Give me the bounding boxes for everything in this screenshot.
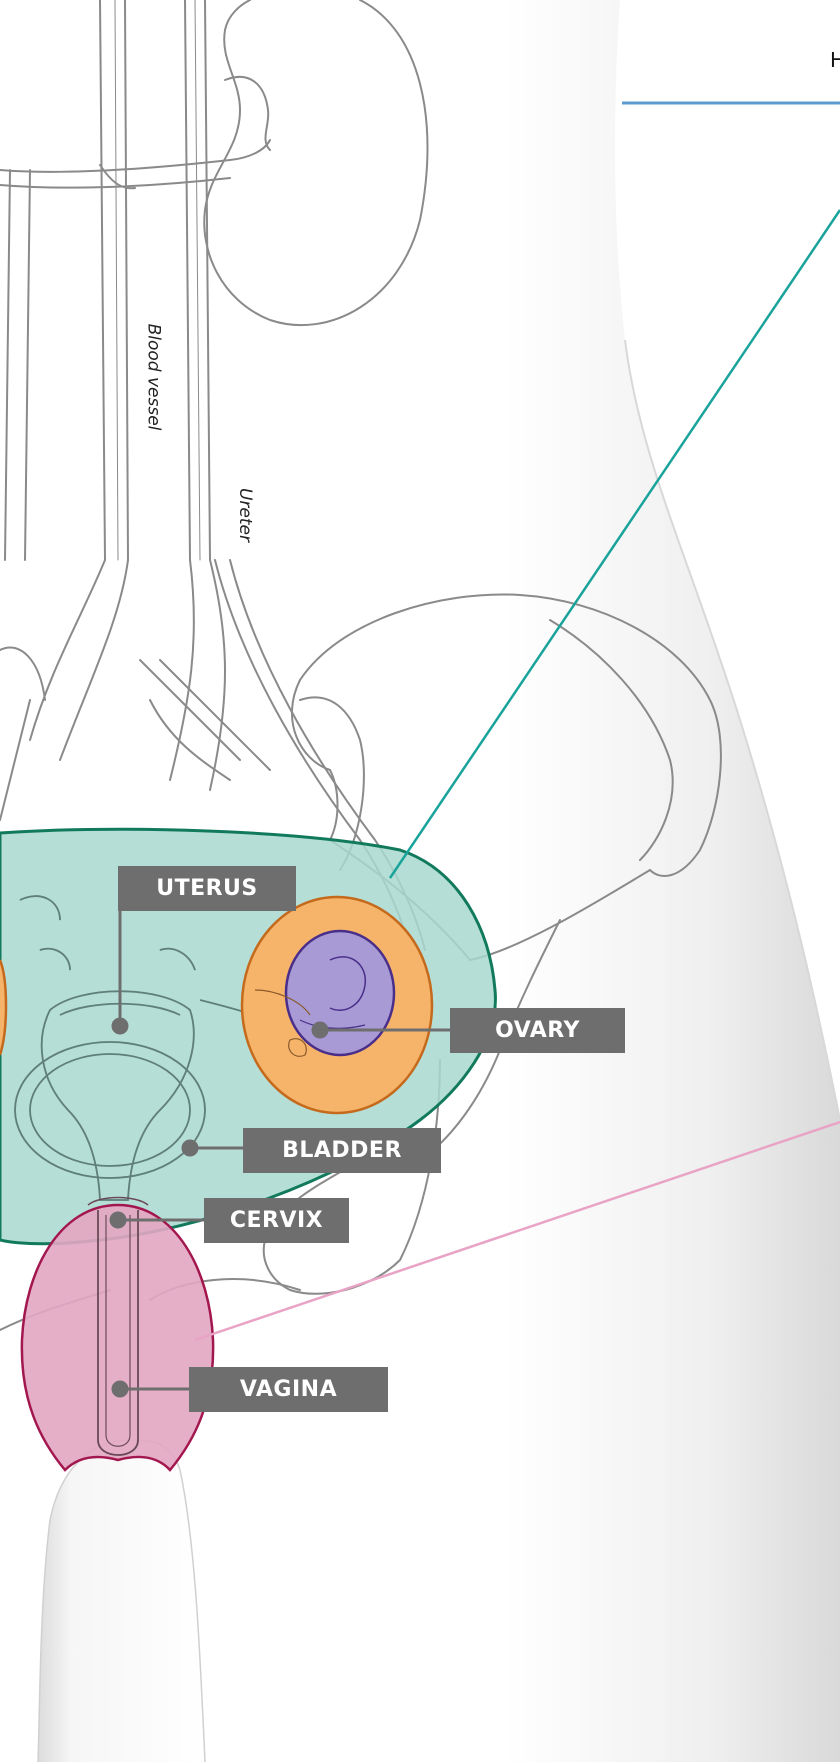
vagina-label: VAGINA bbox=[189, 1367, 388, 1412]
cervix-label: CERVIX bbox=[204, 1198, 349, 1243]
bladder-label: BLADDER bbox=[243, 1128, 441, 1173]
bladder-pointer-dot bbox=[183, 1141, 197, 1155]
edge-letter-h: H bbox=[830, 48, 840, 72]
ureter-label: Ureter bbox=[235, 488, 255, 542]
vagina-pointer-dot bbox=[113, 1382, 127, 1396]
ovary-label: OVARY bbox=[450, 1008, 625, 1053]
cervix-pointer-dot bbox=[111, 1213, 125, 1227]
uterus-pointer-dot bbox=[113, 1019, 127, 1033]
blood-vessel-label: Blood vessel bbox=[143, 324, 163, 431]
ovary-pointer-dot bbox=[313, 1023, 327, 1037]
ovary bbox=[242, 897, 432, 1113]
uterus-label: UTERUS bbox=[118, 866, 296, 911]
